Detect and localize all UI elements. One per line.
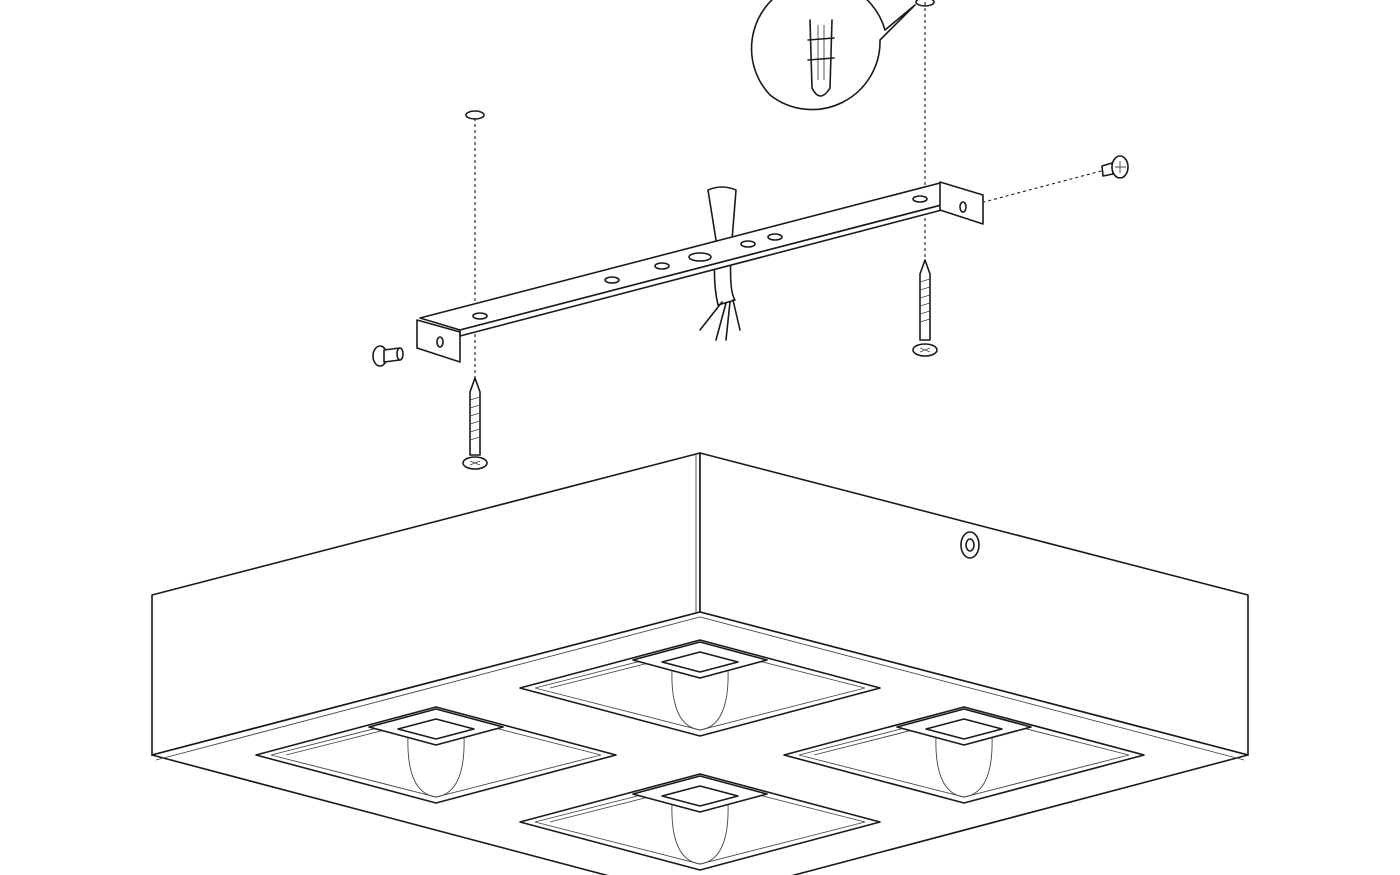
- side-screw-icon: [1101, 155, 1129, 179]
- spotlight-icon: [255, 706, 617, 804]
- spotlight-icon: [519, 639, 881, 737]
- guide-lines: [465, 0, 1106, 380]
- wall-plug-icon: [750, 0, 916, 111]
- spotlight-icon: [783, 706, 1145, 804]
- ceiling-light-fixture-icon: [151, 452, 1249, 875]
- spotlight-icon: [519, 773, 881, 871]
- screw-icon: [912, 259, 938, 357]
- screw-icon: [462, 377, 488, 470]
- mounting-bracket-icon: [416, 181, 984, 363]
- side-screw-icon: [372, 345, 404, 367]
